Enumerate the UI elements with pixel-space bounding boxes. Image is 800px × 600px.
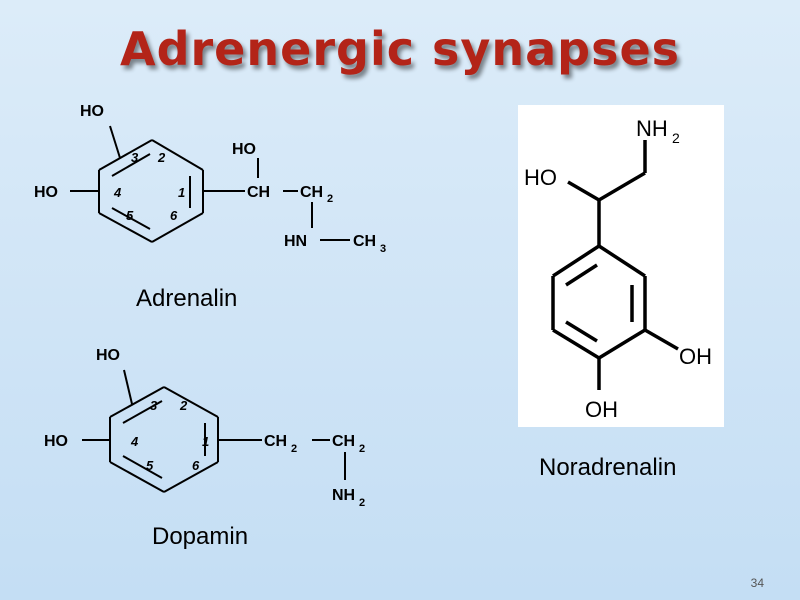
adrenalin-ring-number-1: 1 — [178, 185, 185, 200]
dopamin-ring-number-1: 1 — [202, 434, 209, 449]
dopamin-oh-top: HO — [96, 347, 120, 364]
adrenalin-hn: HN — [284, 233, 307, 250]
dopamin-nh2: NH — [332, 487, 355, 504]
adrenalin-ring-number-4: 4 — [113, 185, 122, 200]
adrenalin-ch: CH — [247, 184, 270, 201]
adrenalin-ch3-sub: 3 — [380, 243, 386, 255]
noradrenalin-oh-bottom: OH — [585, 397, 618, 422]
noradrenalin-ring — [551, 244, 647, 360]
page-number: 34 — [750, 576, 764, 590]
dopamin-ring-number-4: 4 — [130, 434, 139, 449]
dopamin-label: Dopamin — [152, 523, 249, 550]
noradrenalin-oh-right: OH — [679, 344, 712, 369]
adrenalin-label: Adrenalin — [136, 285, 238, 312]
noradrenalin-panel — [518, 105, 724, 427]
dopamin-ring-number-2: 2 — [179, 398, 188, 413]
dopamin-ring-number-6: 6 — [192, 458, 200, 473]
adrenalin-ring-number-3: 3 — [131, 150, 139, 165]
adrenalin-ring-number-2: 2 — [157, 150, 166, 165]
slide-title: Adrenergic synapses — [119, 22, 681, 76]
adrenalin-oh-top: HO — [80, 103, 104, 120]
dopamin-ch2b: CH — [332, 433, 355, 450]
noradrenalin-ho: HO — [524, 165, 557, 190]
adrenalin-ch3: CH — [353, 233, 376, 250]
dopamin-ring-number-5: 5 — [146, 458, 154, 473]
adrenalin-ch2: CH — [300, 184, 323, 201]
dopamin-ch2a-sub: 2 — [291, 443, 297, 455]
adrenalin-oh-left: HO — [34, 184, 58, 201]
dopamin-nh2-sub: 2 — [359, 497, 365, 509]
adrenalin-ring-number-6: 6 — [170, 208, 178, 223]
dopamin-ring-number-3: 3 — [150, 398, 158, 413]
noradrenalin-label: Noradrenalin — [539, 454, 677, 481]
noradrenalin-nh2-sub: 2 — [672, 130, 680, 146]
noradrenalin-nh2: NH — [636, 116, 668, 141]
adrenalin-ch2-sub: 2 — [327, 193, 333, 205]
dopamin-ch2b-sub: 2 — [359, 443, 365, 455]
dopamin-ch2a: CH — [264, 433, 287, 450]
adrenalin-ring-number-5: 5 — [126, 208, 134, 223]
adrenalin-side-oh: HO — [232, 141, 256, 158]
dopamin-oh-left: HO — [44, 433, 68, 450]
